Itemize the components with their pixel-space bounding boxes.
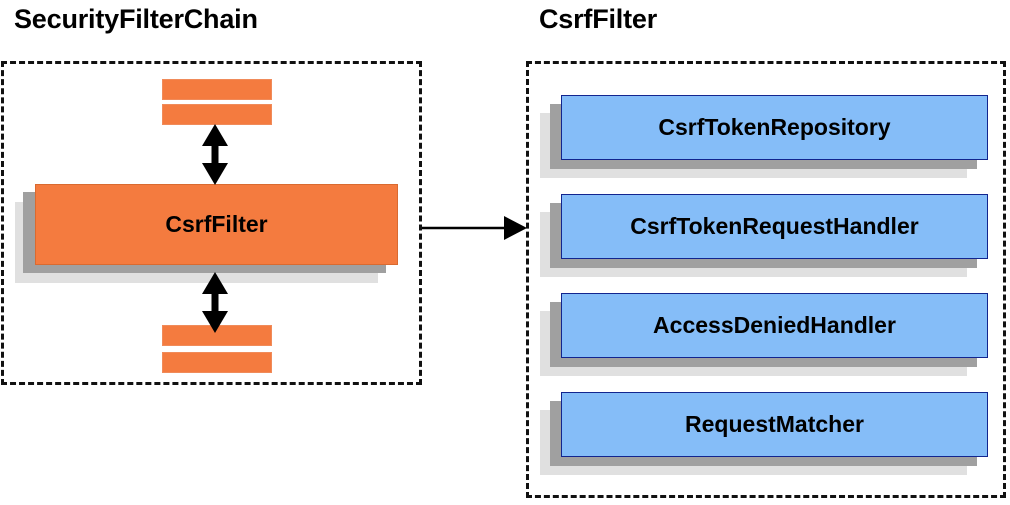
component-face: CsrfTokenRequestHandler [561,194,988,259]
right-panel-title: CsrfFilter [539,4,658,34]
csrf-filter-components-container [526,61,1006,498]
csrf-filter-to-components-arrow-icon [422,216,527,240]
component-label: RequestMatcher [685,411,864,437]
component-face: RequestMatcher [561,392,988,457]
left-panel-title: SecurityFilterChain [14,4,258,34]
csrf-filter-label: CsrfFilter [165,211,268,237]
csrf-filter-face: CsrfFilter [35,184,398,265]
component-label: CsrfTokenRepository [658,114,891,140]
component-face: CsrfTokenRepository [561,95,988,160]
filter-bar-above-2 [162,104,272,125]
csrf-filter-box[interactable]: CsrfFilter [15,184,398,284]
component-face: AccessDeniedHandler [561,293,988,358]
component-label: AccessDeniedHandler [653,312,896,338]
filter-bar-below-1 [162,325,272,346]
component-card-csrf-token-request-handler[interactable]: CsrfTokenRequestHandler [540,194,988,277]
security-filter-chain-container [1,61,422,385]
component-card-access-denied-handler[interactable]: AccessDeniedHandler [540,293,988,376]
filter-bar-above-1 [162,79,272,100]
filter-bar-below-2 [162,352,272,373]
component-label: CsrfTokenRequestHandler [630,213,919,239]
component-card-csrf-token-repository[interactable]: CsrfTokenRepository [540,95,988,178]
component-card-request-matcher[interactable]: RequestMatcher [540,392,988,475]
